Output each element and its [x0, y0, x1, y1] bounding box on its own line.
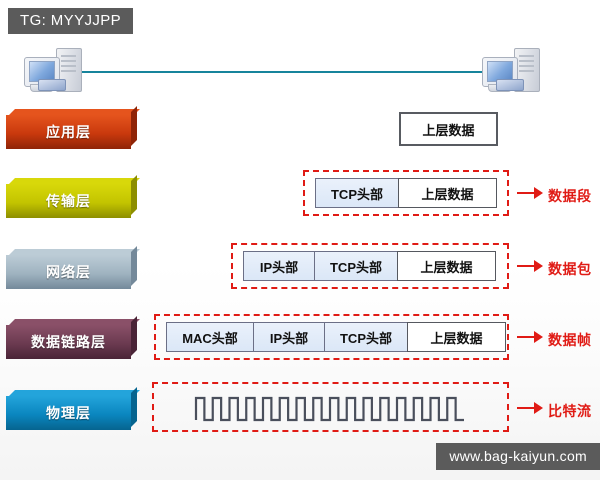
layer-bar-physical[interactable]: 物理层	[6, 387, 140, 430]
layer-bar-datalink[interactable]: 数据链路层	[6, 316, 140, 359]
keyboard-icon	[496, 79, 524, 91]
pdu-cell-tcp-header: TCP头部	[314, 251, 398, 281]
pdu-arrow-network	[517, 260, 543, 272]
keyboard-icon	[38, 79, 66, 91]
pdu-row-transport: TCP头部 上层数据	[315, 178, 497, 208]
top-left-tag: TG: MYYJJPP	[8, 8, 134, 34]
pdu-arrow-physical	[517, 402, 543, 414]
encapsulation-boundary-datalink	[154, 314, 509, 360]
bar-bevel-top	[9, 249, 140, 255]
pdu-cell-ip-header: IP头部	[243, 251, 315, 281]
layer-bar-application[interactable]: 应用层	[6, 106, 140, 149]
site-watermark: www.bag-kaiyun.com	[436, 443, 600, 470]
pdu-label-network: 数据包	[548, 261, 592, 277]
bar-bevel-top	[9, 319, 140, 325]
pdu-arrow-transport	[517, 187, 543, 199]
bar-bevel-top	[9, 390, 140, 396]
pdu-cell-upper-data-application: 上层数据	[399, 112, 498, 146]
pdu-cell-tcp-header: TCP头部	[315, 178, 399, 208]
bar-bevel-top	[9, 178, 140, 184]
pdu-cell-ip-header: IP头部	[253, 322, 325, 352]
pdu-row-network: IP头部 TCP头部 上层数据	[243, 251, 496, 281]
pdu-cell-mac-header: MAC头部	[166, 322, 254, 352]
bar-bevel-side	[131, 316, 137, 356]
encapsulation-boundary-physical	[152, 382, 509, 432]
pdu-cell-upper-data: 上层数据	[407, 322, 506, 352]
network-link-line	[78, 71, 498, 73]
pdu-label-transport: 数据段	[548, 188, 592, 204]
encapsulation-boundary-network	[231, 243, 509, 289]
pdu-arrow-datalink	[517, 331, 543, 343]
layer-label-transport: 传输层	[46, 193, 91, 209]
layer-bar-network[interactable]: 网络层	[6, 246, 140, 289]
bit-stream-waveform	[190, 392, 470, 431]
pdu-cell-upper-data: 上层数据	[397, 251, 496, 281]
bar-bevel-side	[131, 246, 137, 286]
square-wave-icon	[194, 396, 464, 422]
bar-bevel-side	[131, 175, 137, 215]
bar-bevel-side	[131, 387, 137, 427]
host-computer-left-icon	[22, 46, 84, 96]
host-computer-right-icon	[480, 46, 542, 96]
pdu-row-datalink: MAC头部 IP头部 TCP头部 上层数据	[166, 322, 506, 352]
pdu-cell-upper-data: 上层数据	[398, 178, 497, 208]
layer-bar-transport[interactable]: 传输层	[6, 175, 140, 218]
encapsulation-boundary-transport	[303, 170, 509, 216]
layer-label-datalink: 数据链路层	[31, 334, 106, 350]
pdu-cell-tcp-header: TCP头部	[324, 322, 408, 352]
layer-label-application: 应用层	[46, 124, 91, 140]
bar-bevel-top	[9, 109, 140, 115]
pdu-label-physical: 比特流	[548, 403, 592, 419]
pdu-label-datalink: 数据帧	[548, 332, 592, 348]
layer-label-physical: 物理层	[46, 405, 91, 421]
bar-bevel-side	[131, 106, 137, 146]
layer-label-network: 网络层	[46, 264, 91, 280]
